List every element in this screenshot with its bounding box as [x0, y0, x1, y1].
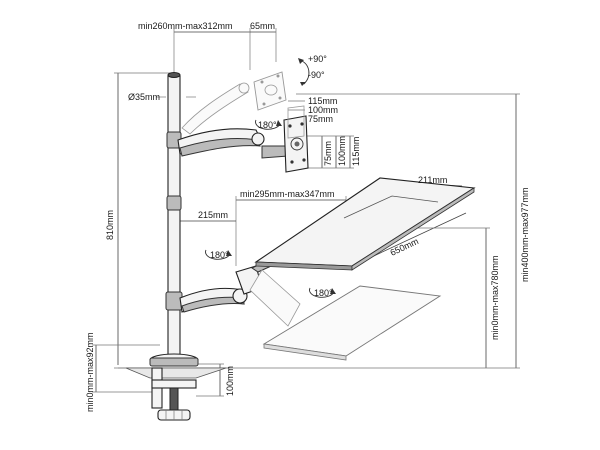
vesa-bracket-ghost	[287, 105, 305, 139]
label-arm-offset: 215mm	[198, 210, 228, 220]
desk-surface	[114, 367, 230, 379]
label-bracket-75: 75mm	[308, 114, 333, 124]
label-tilt-up: +90°	[308, 54, 327, 64]
label-bracket-115: 115mm	[308, 96, 337, 106]
keyboard-tray	[254, 177, 476, 271]
label-clamp-range: min0mm-max92mm	[85, 332, 95, 412]
label-tray-height-range: min400mm-max977mm	[520, 187, 530, 282]
label-tray-height-low: min0mm-max780mm	[490, 255, 500, 340]
mounting-pole	[165, 72, 183, 365]
label-rotation-arm: 180°	[210, 250, 229, 260]
desk-clamp	[149, 353, 199, 421]
label-pole-height: 810mm	[105, 210, 115, 240]
label-keyboard-arm-reach: min295mm-max347mm	[240, 189, 335, 199]
label-pole-diameter: Ø35mm	[128, 92, 160, 102]
label-vesa-75: 75mm	[323, 141, 333, 166]
keyboard-tray-rotated	[249, 269, 442, 361]
vesa-plate	[261, 115, 309, 173]
label-vesa-offset: 65mm	[250, 21, 275, 31]
label-tilt-down: -90°	[308, 70, 325, 80]
label-vesa-100: 100mm	[337, 136, 347, 166]
label-arm-reach: min260mm-max312mm	[138, 21, 233, 31]
label-vesa-115: 115mm	[351, 137, 361, 166]
vesa-plate-raised	[253, 71, 287, 111]
label-rotation-tray: 180°	[314, 288, 333, 298]
label-rotation-monitor: 180°	[258, 120, 277, 130]
rotation-markers	[205, 119, 336, 298]
tilt-arc	[298, 58, 310, 86]
label-bracket-100: 100mm	[308, 105, 338, 115]
label-tray-depth: 211mm	[418, 175, 447, 185]
monitor-arm	[177, 82, 265, 157]
label-clamp-depth: 100mm	[225, 366, 235, 396]
